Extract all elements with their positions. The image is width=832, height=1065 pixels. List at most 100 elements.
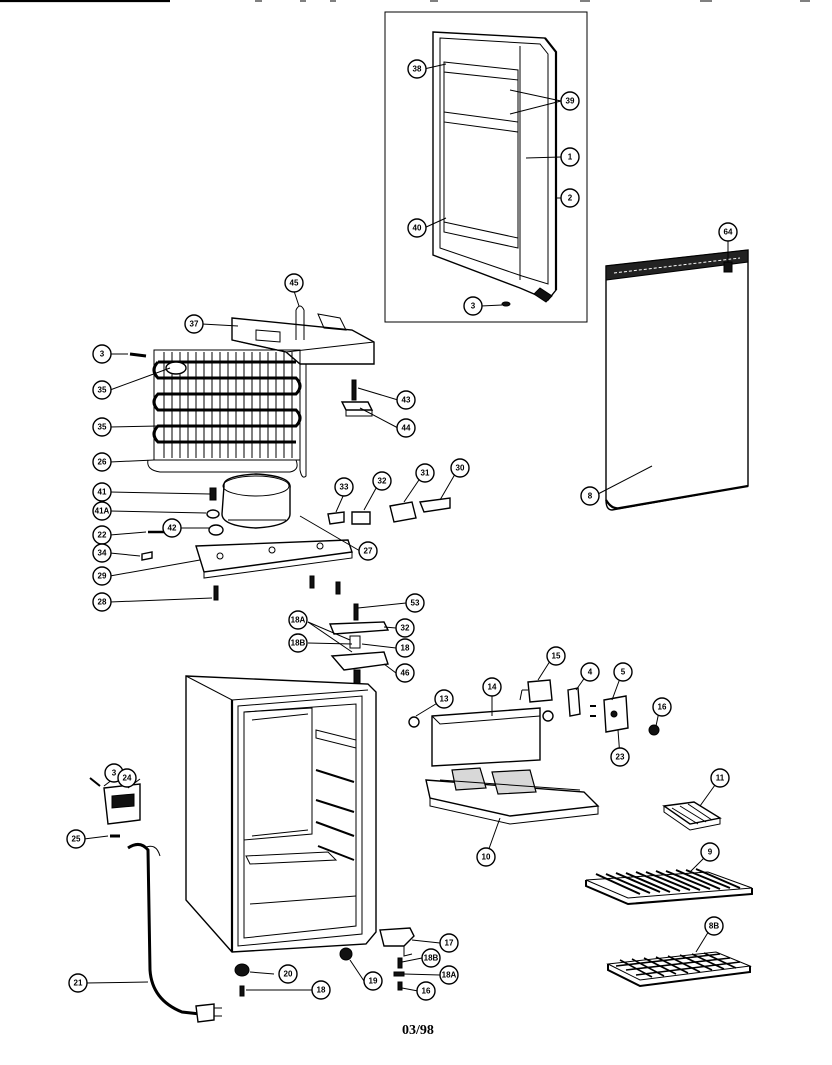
door-outer-panel bbox=[605, 249, 749, 511]
svg-text:64: 64 bbox=[724, 228, 733, 237]
svg-text:18B: 18B bbox=[291, 639, 306, 648]
svg-text:8: 8 bbox=[588, 492, 593, 501]
door-liner bbox=[439, 37, 549, 285]
svg-text:18A: 18A bbox=[291, 616, 306, 625]
svg-text:45: 45 bbox=[290, 279, 299, 288]
callout-13: 13 bbox=[434, 689, 454, 709]
callout-45: 45 bbox=[284, 273, 304, 293]
svg-text:15: 15 bbox=[552, 652, 561, 661]
cabinet-opening bbox=[237, 695, 363, 947]
svg-text:14: 14 bbox=[488, 683, 497, 692]
svg-text:3: 3 bbox=[100, 350, 105, 359]
callout-24: 24 bbox=[117, 768, 137, 788]
svg-text:41A: 41A bbox=[95, 507, 110, 516]
callout-18-upper: 18 bbox=[395, 638, 415, 658]
svg-text:18A: 18A bbox=[442, 971, 457, 980]
callout-32-part: 32 bbox=[372, 471, 392, 491]
outer-door bbox=[597, 240, 749, 511]
callout-9: 9 bbox=[700, 842, 720, 862]
svg-text:43: 43 bbox=[402, 396, 411, 405]
svg-text:31: 31 bbox=[421, 469, 430, 478]
svg-text:13: 13 bbox=[440, 695, 449, 704]
callout-18A-lower: 18A bbox=[439, 965, 459, 985]
svg-text:16: 16 bbox=[422, 987, 431, 996]
svg-text:1: 1 bbox=[568, 153, 573, 162]
callout-18B-upper: 18B bbox=[288, 633, 308, 653]
callout-41: 41 bbox=[92, 482, 112, 502]
revision-date: 03/98 bbox=[402, 1023, 434, 1038]
callout-15: 15 bbox=[546, 646, 566, 666]
callout-26: 26 bbox=[92, 452, 112, 472]
callout-20: 20 bbox=[278, 964, 298, 984]
compressor-base bbox=[195, 539, 353, 573]
svg-text:20: 20 bbox=[284, 970, 293, 979]
part-30 bbox=[419, 497, 451, 513]
callout-18A-upper: 18A bbox=[288, 610, 308, 630]
callout-1: 1 bbox=[560, 147, 580, 167]
callout-4: 4 bbox=[580, 662, 600, 682]
callout-28: 28 bbox=[92, 592, 112, 612]
svg-text:39: 39 bbox=[566, 97, 575, 106]
svg-text:46: 46 bbox=[401, 669, 410, 678]
door-top-gasket bbox=[605, 249, 749, 281]
callout-37: 37 bbox=[184, 314, 204, 334]
switch bbox=[567, 687, 581, 717]
callout-23: 23 bbox=[610, 747, 630, 767]
callout-43: 43 bbox=[396, 390, 416, 410]
callout-42: 42 bbox=[162, 518, 182, 538]
svg-text:32: 32 bbox=[378, 477, 387, 486]
svg-text:33: 33 bbox=[340, 483, 349, 492]
callout-41A: 41A bbox=[92, 501, 112, 521]
callout-30: 30 bbox=[450, 458, 470, 478]
svg-text:4: 4 bbox=[588, 668, 593, 677]
inset-frame bbox=[384, 11, 588, 323]
cabinet bbox=[185, 675, 441, 997]
screw-icon bbox=[501, 301, 511, 307]
callout-14: 14 bbox=[482, 677, 502, 697]
power-cord-group bbox=[83, 772, 222, 1023]
callout-38: 38 bbox=[407, 59, 427, 79]
callouts: 38 39 1 2 40 3 64 8 45 37 3 35 35 26 43 … bbox=[66, 59, 738, 1001]
svg-text:53: 53 bbox=[411, 599, 420, 608]
callout-10: 10 bbox=[476, 847, 496, 867]
part-33 bbox=[327, 511, 345, 525]
svg-text:23: 23 bbox=[616, 753, 625, 762]
wire-shelf-lower bbox=[606, 951, 752, 981]
callout-22: 22 bbox=[92, 525, 112, 545]
callout-11: 11 bbox=[710, 768, 730, 788]
hinge-upper bbox=[330, 651, 389, 671]
callout-3-door: 3 bbox=[463, 296, 483, 316]
callout-31: 31 bbox=[415, 463, 435, 483]
plug bbox=[195, 1003, 215, 1023]
thermostat bbox=[527, 679, 553, 703]
svg-text:18: 18 bbox=[317, 986, 326, 995]
svg-text:32: 32 bbox=[401, 624, 410, 633]
svg-text:35: 35 bbox=[98, 386, 107, 395]
svg-text:10: 10 bbox=[482, 853, 491, 862]
svg-text:34: 34 bbox=[98, 549, 107, 558]
svg-text:19: 19 bbox=[369, 977, 378, 986]
callout-53: 53 bbox=[405, 593, 425, 613]
callout-3-condenser: 3 bbox=[92, 344, 112, 364]
callout-2: 2 bbox=[560, 188, 580, 208]
roller-foot bbox=[339, 947, 353, 961]
svg-text:42: 42 bbox=[168, 524, 177, 533]
callout-35-lower: 35 bbox=[92, 417, 112, 437]
svg-text:22: 22 bbox=[98, 531, 107, 540]
callout-29: 29 bbox=[92, 566, 112, 586]
part-32 bbox=[351, 511, 371, 525]
svg-text:2: 2 bbox=[568, 194, 573, 203]
svg-text:9: 9 bbox=[708, 848, 713, 857]
door-assembly-inset bbox=[384, 11, 588, 323]
condenser-compressor-group bbox=[109, 290, 459, 603]
callout-64: 64 bbox=[718, 222, 738, 242]
hinge-lower bbox=[379, 927, 415, 947]
svg-text:3: 3 bbox=[471, 302, 476, 311]
callout-32-hinge: 32 bbox=[395, 618, 415, 638]
hinge-cap bbox=[328, 621, 390, 635]
callout-46: 46 bbox=[395, 663, 415, 683]
callout-18-foot: 18 bbox=[311, 980, 331, 1000]
svg-text:24: 24 bbox=[123, 774, 132, 783]
door-panel bbox=[432, 31, 557, 301]
